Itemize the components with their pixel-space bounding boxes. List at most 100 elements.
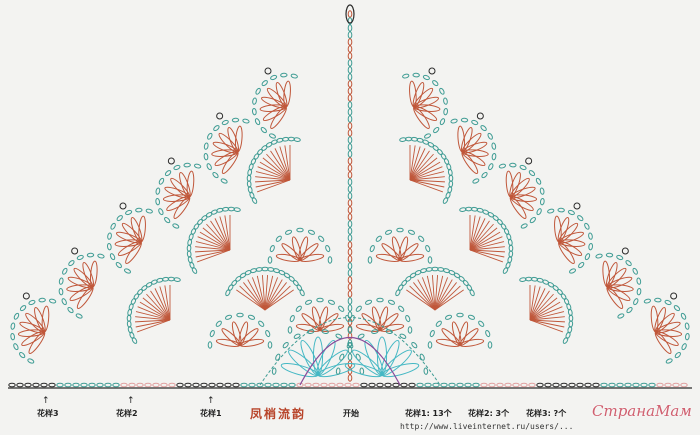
petal (275, 82, 288, 108)
chain-stitch (246, 174, 252, 182)
chain-stitch (448, 174, 454, 182)
chain-stitch (419, 268, 428, 274)
petal (459, 338, 485, 347)
chain-stitch (347, 66, 353, 74)
chain-stitch (566, 303, 572, 311)
chain-stitch (240, 382, 248, 388)
chain-stitch (485, 329, 491, 338)
edge-shell-right (547, 207, 594, 274)
chain-stitch (464, 206, 473, 212)
chain-stitch (58, 277, 64, 285)
chain-stitch (520, 223, 528, 229)
chain-stitch (347, 143, 353, 151)
chain-stitch (347, 150, 353, 158)
chain-stitch (347, 136, 353, 144)
chain-stitch (416, 382, 424, 388)
chain-stitch (569, 268, 577, 274)
edge-shell-right (450, 117, 497, 184)
fan-stitch (195, 241, 231, 251)
chain-stitch (407, 229, 416, 235)
fan-stitch (264, 289, 294, 311)
chain-stitch (158, 177, 165, 185)
chain-stitch (347, 326, 353, 334)
chain-stitch (557, 207, 565, 213)
chain-stitch (288, 382, 296, 388)
edge-shell-right (402, 72, 449, 139)
petal (234, 125, 243, 153)
petal (558, 241, 575, 264)
chain-stitch (448, 270, 456, 276)
chain-stitch (626, 306, 633, 314)
chain-stitch (67, 306, 74, 314)
chain-stitch (210, 209, 218, 215)
fan-stitch (529, 285, 536, 321)
chain-stitch (261, 266, 269, 272)
chain-stitch (568, 320, 574, 328)
chain-stitch (62, 267, 68, 275)
fan-stitch (409, 150, 430, 181)
fan-stitch (135, 319, 171, 328)
petal (227, 127, 240, 153)
chain-stitch (357, 333, 365, 339)
chain-stitch (201, 215, 208, 221)
chain-stitch (407, 326, 413, 334)
chain-stitch (270, 139, 278, 145)
chain-stitch (487, 132, 493, 140)
chain-stitch (567, 326, 573, 334)
chain-stitch (64, 382, 72, 388)
petal-flower (287, 297, 353, 334)
chain-stitch (347, 290, 353, 298)
fan-stitch (409, 171, 445, 181)
chain-stitch (293, 333, 301, 339)
chain-stitch (600, 382, 608, 388)
chain-stitch (56, 382, 64, 388)
chain-stitch (547, 281, 555, 288)
chain-stitch (400, 382, 408, 388)
chain-stitch (504, 382, 512, 388)
chain-stitch (321, 329, 329, 334)
fan-stitch (529, 297, 558, 321)
fan-stitch (197, 236, 231, 251)
chain-stitch (595, 253, 603, 259)
chain-stitch (281, 136, 290, 142)
chain-stitch (267, 256, 273, 264)
chain-stitch (224, 314, 233, 320)
chain-stitch (289, 314, 295, 323)
chain-stitch (126, 314, 132, 322)
picot (119, 202, 127, 210)
chain-stitch (371, 329, 379, 334)
chain-stitch (224, 382, 232, 388)
petal-flower (267, 227, 333, 264)
chain-stitch (399, 137, 407, 142)
chain-stitch (269, 244, 275, 253)
petal-flower (427, 312, 493, 349)
chain-stitch (347, 341, 354, 349)
petal (67, 276, 94, 289)
chain-stitch (227, 284, 234, 291)
chain-stitch (427, 141, 435, 148)
chain-stitch (176, 382, 184, 388)
chain-stitch (450, 118, 458, 124)
petal (606, 286, 624, 309)
chain-stitch (560, 293, 567, 300)
chain-stitch (189, 261, 195, 269)
chain-stitch (347, 171, 353, 179)
chain-stitch (397, 284, 404, 291)
chain-stitch (376, 382, 384, 388)
chain-stitch (287, 136, 296, 142)
chain-stitch (401, 279, 408, 287)
chain-stitch (505, 261, 511, 269)
chain-stitch (293, 137, 301, 142)
chain-stitch (161, 276, 170, 282)
fan-stitch (259, 161, 291, 181)
chain-stitch (443, 107, 449, 116)
fan-stitch (255, 176, 291, 181)
chain-stitch (24, 382, 32, 388)
chain-stitch (665, 358, 673, 364)
chain-stitch (347, 332, 353, 340)
chain-stitch (439, 87, 445, 95)
edge-shell-right (498, 162, 545, 229)
chain-stitch (193, 163, 202, 169)
chain-stitch (96, 382, 104, 388)
fan-stitch (256, 275, 266, 311)
